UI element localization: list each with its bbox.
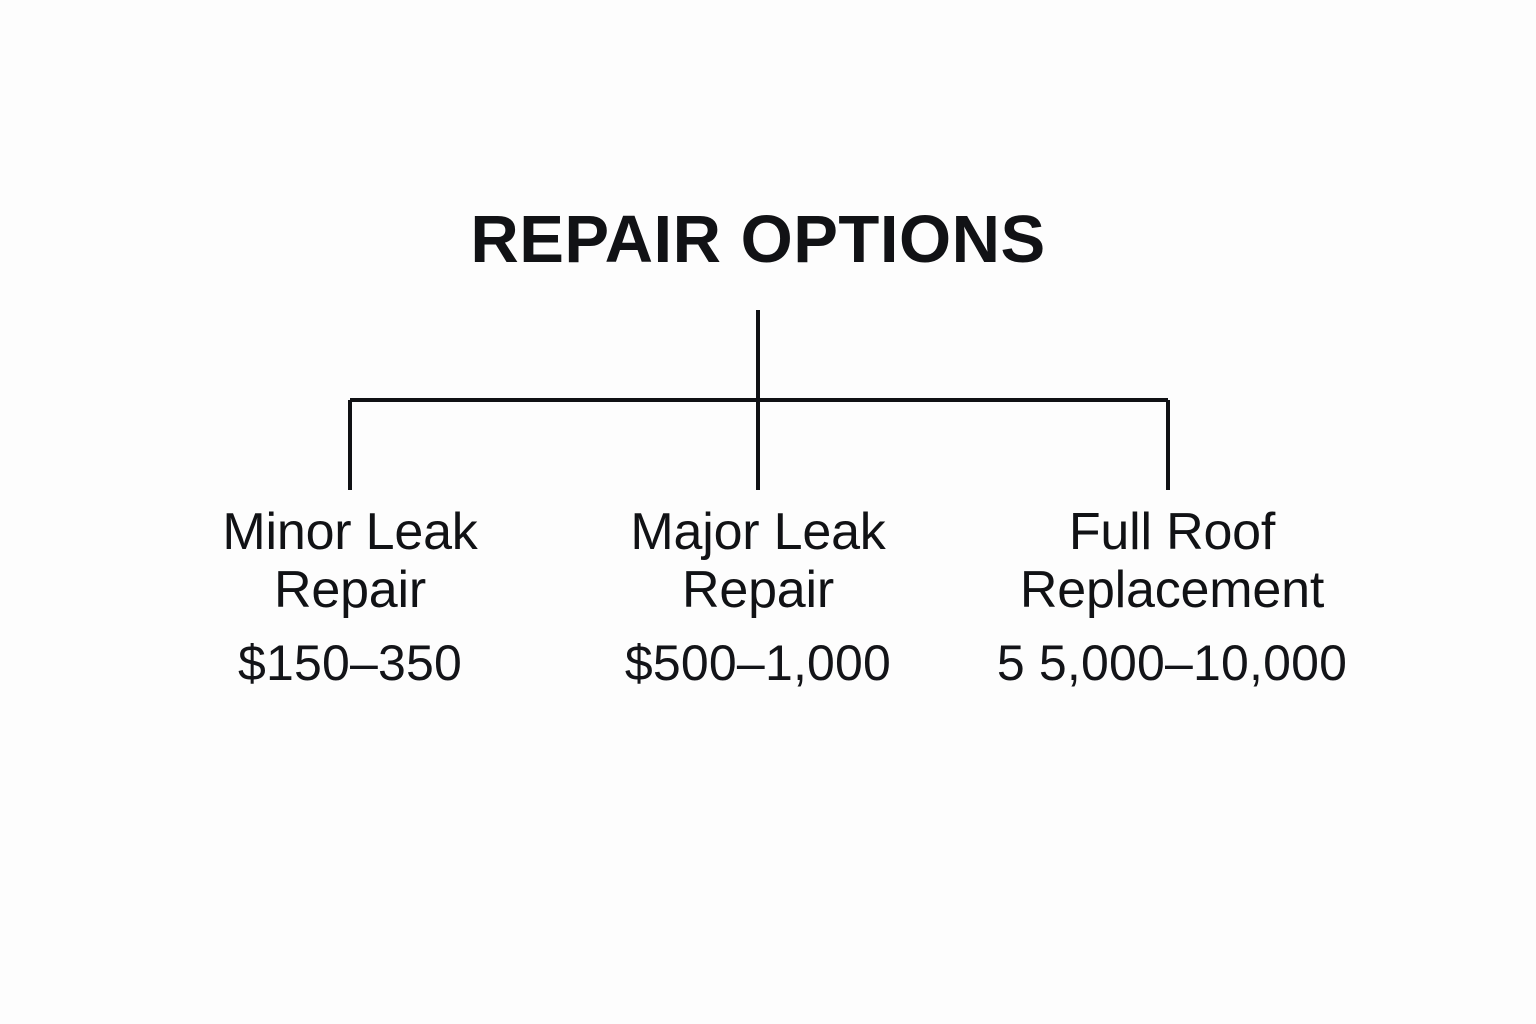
branch-full-roof-replacement: Full Roof Replacement 5 5,000–10,000: [962, 503, 1382, 691]
branch-price: 5 5,000–10,000: [996, 635, 1348, 692]
branch-label: Full Roof Replacement: [1019, 503, 1325, 620]
page-title: REPAIR OPTIONS: [470, 202, 1046, 277]
branch-major-leak-repair: Major Leak Repair $500–1,000: [548, 503, 968, 691]
branch-minor-leak-repair: Minor Leak Repair $150–350: [140, 503, 560, 691]
branch-label: Minor Leak Repair: [222, 503, 478, 620]
branch-label: Major Leak Repair: [630, 503, 886, 620]
branch-price: $150–350: [237, 635, 463, 692]
branch-price: $500–1,000: [624, 635, 892, 692]
